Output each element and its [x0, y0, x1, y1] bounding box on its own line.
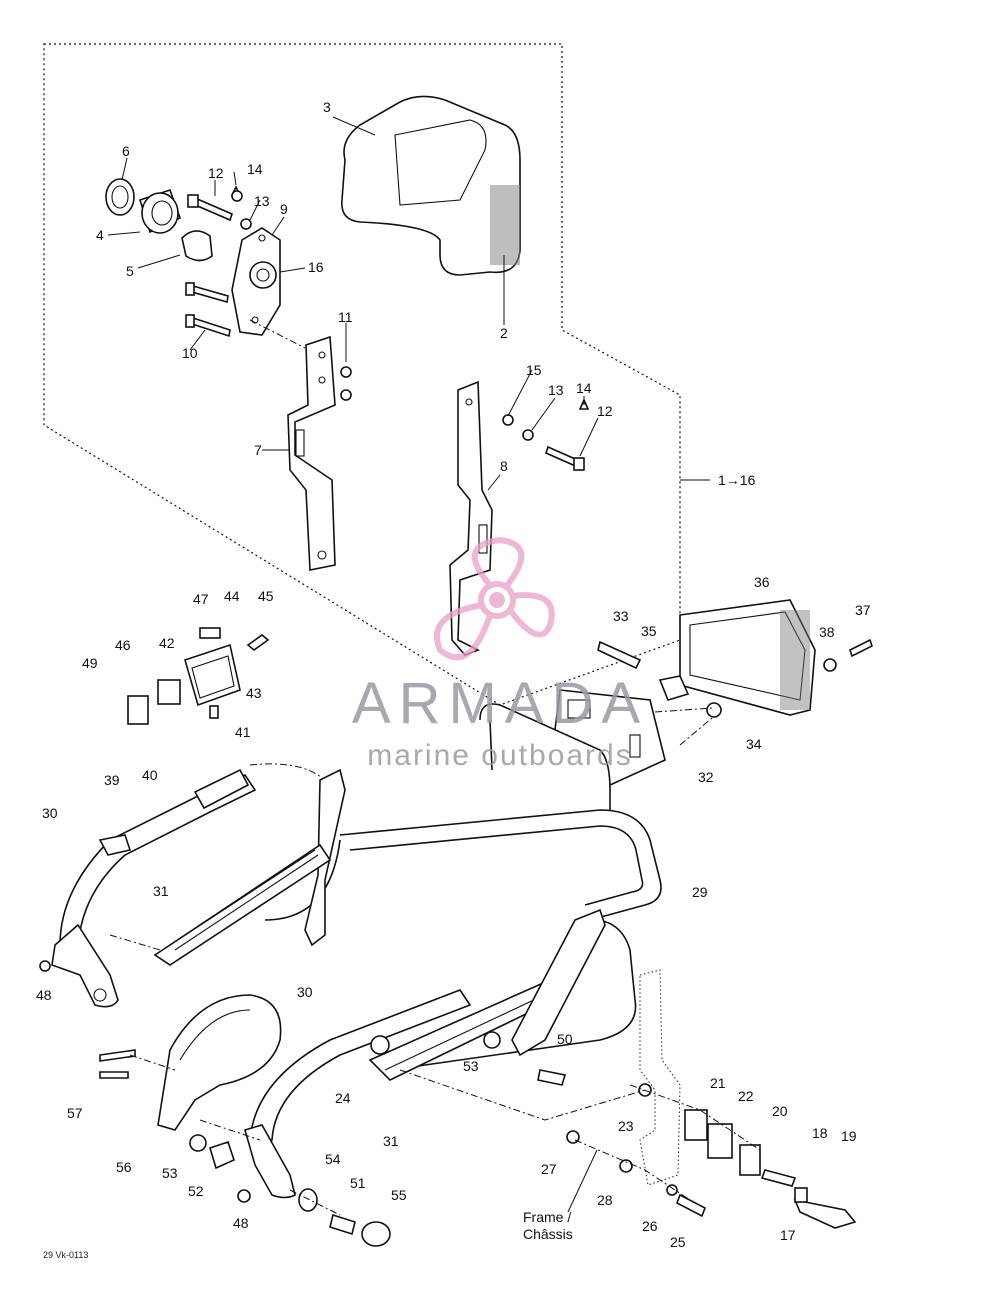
- label-17: 17: [780, 1227, 796, 1243]
- label-55: 55: [391, 1187, 407, 1203]
- leader-lines: [107, 116, 710, 491]
- label-32: 32: [698, 769, 714, 785]
- label-5: 5: [126, 263, 134, 279]
- label-27: 27: [541, 1161, 557, 1177]
- label-14-a: 14: [247, 161, 263, 177]
- label-41: 41: [235, 724, 251, 740]
- label-11: 11: [338, 309, 353, 325]
- label-3: 3: [323, 99, 331, 115]
- right-rail: [244, 908, 606, 1199]
- label-50: 50: [557, 1031, 573, 1047]
- drawing-code: 29 Vk-0113: [43, 1250, 88, 1260]
- right-bracket: [449, 380, 590, 656]
- label-35: 35: [641, 623, 657, 639]
- label-51: 51: [350, 1175, 366, 1191]
- label-10: 10: [182, 345, 198, 361]
- part-labels: 1→16 2 3 4 5 6 7 8 9 10 11 12 12 13 13 1…: [36, 99, 871, 1250]
- knob-assembly: [105, 178, 213, 262]
- left-rail: [51, 768, 346, 1008]
- frame-label-line2: Châssis: [523, 1226, 573, 1242]
- label-16: 16: [308, 259, 324, 275]
- label-36: 36: [754, 574, 770, 590]
- label-15: 15: [526, 362, 542, 378]
- label-45: 45: [258, 588, 274, 604]
- label-13-b: 13: [548, 382, 564, 398]
- passenger-grip: [157, 994, 282, 1131]
- label-53-a: 53: [463, 1058, 479, 1074]
- label-6: 6: [122, 143, 130, 159]
- label-30-b: 30: [297, 984, 313, 1000]
- label-31-a: 31: [153, 883, 169, 899]
- label-28: 28: [597, 1192, 613, 1208]
- label-44: 44: [224, 588, 240, 604]
- frame-callout: Frame / Châssis: [523, 1149, 598, 1242]
- label-18: 18: [812, 1125, 828, 1141]
- label-4: 4: [96, 227, 104, 243]
- label-26: 26: [642, 1218, 658, 1234]
- watermark: ARMADA marine outboards: [352, 536, 648, 772]
- label-9: 9: [280, 201, 288, 217]
- label-14-b: 14: [576, 380, 592, 396]
- label-38: 38: [819, 624, 835, 640]
- label-33: 33: [613, 608, 629, 624]
- backrest-cushion: [341, 95, 521, 276]
- switch-assembly: [127, 627, 270, 725]
- watermark-tagline: marine outboards: [367, 739, 632, 772]
- label-7: 7: [254, 442, 262, 458]
- tail-light: [597, 599, 873, 718]
- label-47: 47: [193, 591, 209, 607]
- watermark-brand: ARMADA: [352, 671, 648, 736]
- kit-boundary: [43, 43, 681, 706]
- label-12-b: 12: [597, 403, 613, 419]
- label-43: 43: [246, 685, 262, 701]
- label-57: 57: [67, 1105, 83, 1121]
- label-46: 46: [115, 637, 131, 653]
- label-30-a: 30: [42, 805, 58, 821]
- label-31-b: 31: [383, 1133, 399, 1149]
- label-56: 56: [116, 1159, 132, 1175]
- label-12-a: 12: [208, 165, 224, 181]
- label-48-b: 48: [233, 1215, 249, 1231]
- label-42: 42: [159, 635, 175, 651]
- label-48-a: 48: [36, 987, 52, 1003]
- label-19: 19: [841, 1128, 857, 1144]
- label-24: 24: [335, 1090, 351, 1106]
- label-29: 29: [692, 884, 708, 900]
- label-21: 21: [710, 1075, 726, 1091]
- propeller-logo: [433, 536, 555, 661]
- label-8: 8: [500, 458, 508, 474]
- label-34: 34: [746, 736, 762, 752]
- label-22: 22: [738, 1088, 754, 1104]
- label-23: 23: [618, 1118, 634, 1134]
- label-49: 49: [82, 655, 98, 671]
- label-20: 20: [772, 1103, 788, 1119]
- label-52: 52: [188, 1183, 204, 1199]
- label-37: 37: [855, 602, 871, 618]
- left-bracket: [287, 335, 352, 571]
- label-40: 40: [142, 767, 158, 783]
- side-plate-assembly: [566, 969, 857, 1229]
- label-25: 25: [670, 1234, 686, 1250]
- label-54: 54: [325, 1151, 341, 1167]
- connection-lines: [109, 319, 761, 1216]
- label-53-b: 53: [162, 1165, 178, 1181]
- frame-label-line1: Frame /: [523, 1209, 571, 1225]
- label-2: 2: [500, 325, 508, 341]
- label-13-a: 13: [254, 193, 270, 209]
- label-1-16: 1→16: [718, 472, 756, 488]
- lower-hardware: [39, 960, 391, 1247]
- label-39: 39: [104, 772, 120, 788]
- adjuster-plate: [231, 227, 281, 336]
- bolts-upper: [185, 185, 252, 338]
